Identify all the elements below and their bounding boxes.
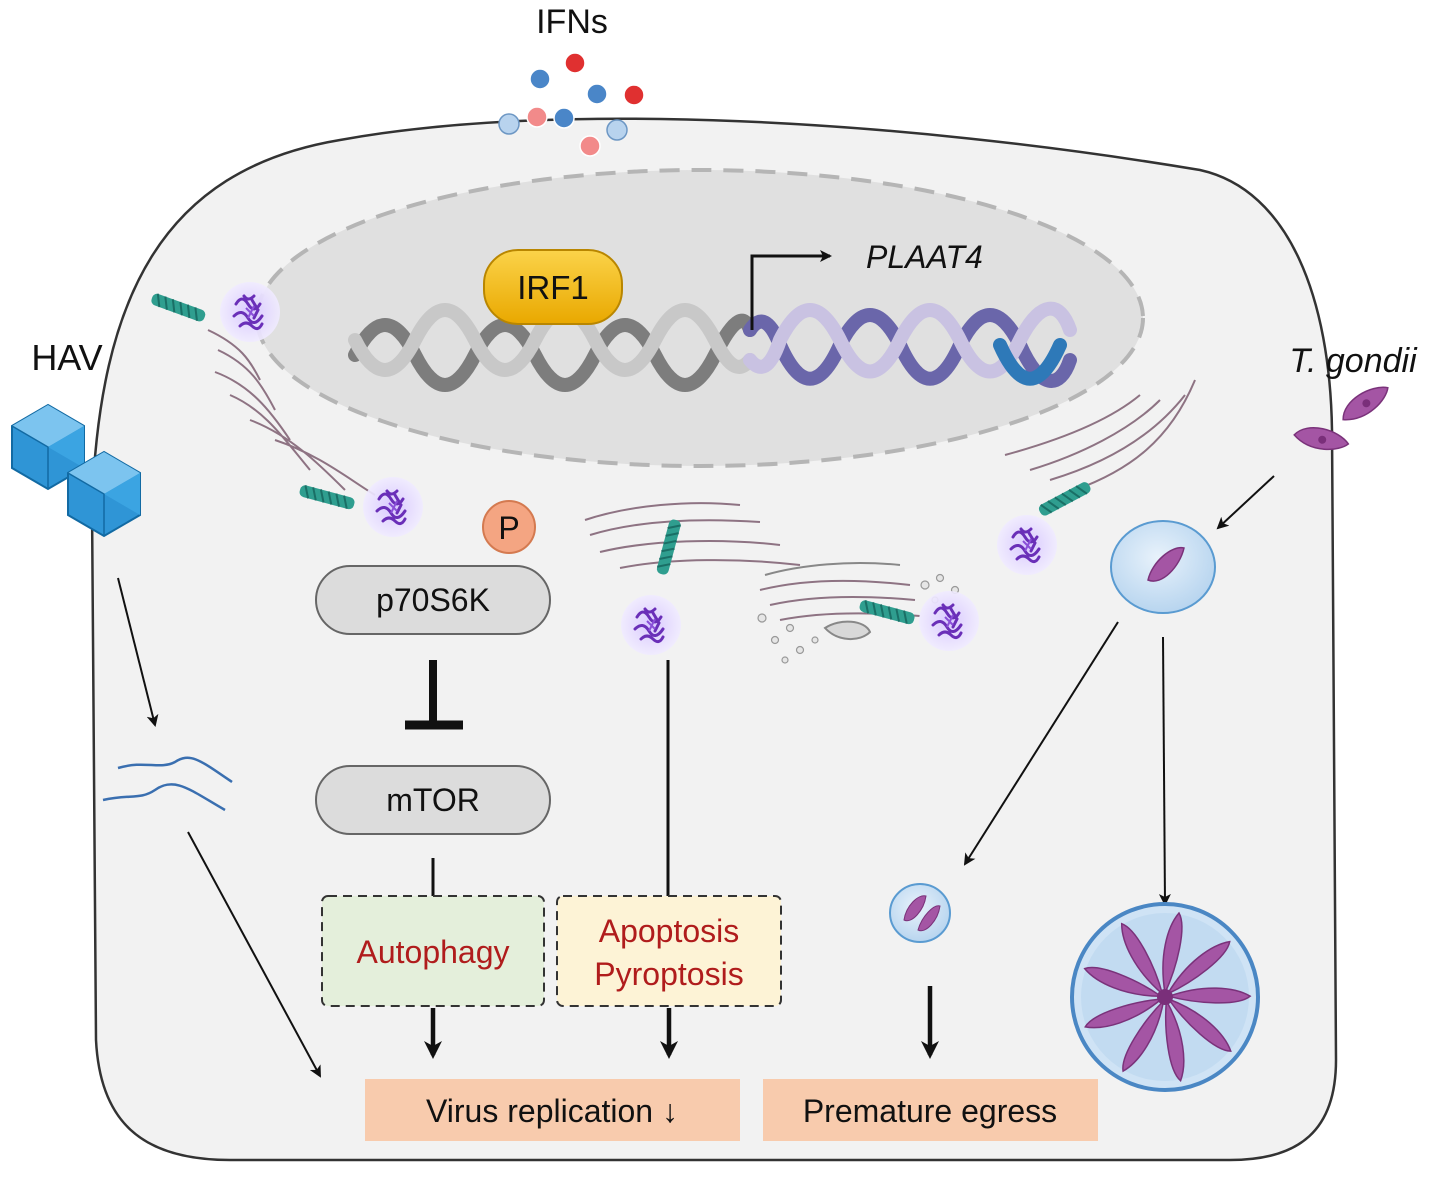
p70s6k-label: p70S6K [376,582,490,618]
golgi-icon [207,329,1196,640]
vacuole-icon [1110,520,1216,614]
ifn-molecules [498,52,645,157]
premature-egress-box [763,1079,1098,1141]
tgondii-to-dividing-arrow [963,621,1119,866]
pyroptosis-label: Pyroptosis [594,956,743,992]
transcription-start-arrow [750,250,832,330]
virus-replication-label: Virus replication ↓ [426,1093,678,1129]
apoptosis-box [556,895,782,1007]
phospho-badge [482,500,536,554]
autophagy-box [321,895,545,1007]
p70s6k-node [315,565,551,635]
plaat4-gene-label: PLAAT4 [866,239,983,275]
hav-to-replication-arrow [187,831,321,1078]
viral-rna-icon [102,756,233,812]
dividing-vacuole-icon [889,883,951,943]
inhibition-bar [405,660,463,730]
mtor-label: mTOR [386,782,480,818]
premature-egress-label: Premature egress [803,1093,1057,1129]
irf1-label: IRF1 [517,269,589,306]
virus-replication-box [365,1079,740,1141]
tgondii-entry-arrow [1216,475,1275,530]
hav-virion-icon [11,403,141,538]
hav-entry-arrow [117,577,159,727]
mtor-node [315,765,551,835]
tgondii-label: T. gondii [1289,342,1418,380]
rosette-vacuole-icon [1070,902,1260,1092]
phospho-label: P [498,510,519,546]
apoptosis-label: Apoptosis [599,913,740,949]
autophagy-label: Autophagy [356,934,509,970]
hav-label: HAV [31,337,102,378]
ifns-label: IFNs [536,3,608,41]
irf1-factor [483,249,623,325]
tgondii-to-rosette-arrow [1158,636,1171,906]
